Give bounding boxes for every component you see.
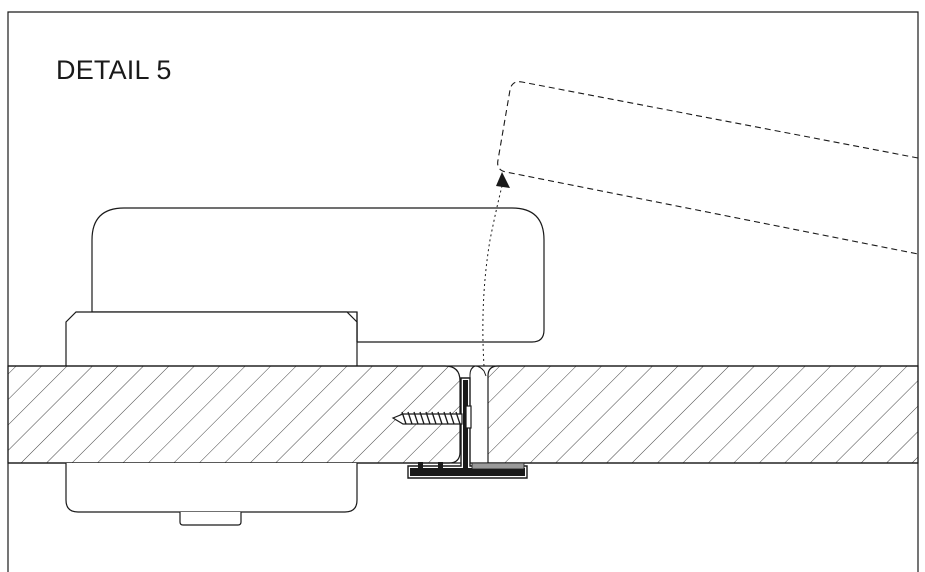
opened-lid-outline xyxy=(497,81,919,255)
upper-housing xyxy=(91,207,545,343)
frame-border xyxy=(7,11,919,572)
upper-base-block xyxy=(65,311,358,366)
hinge-profile xyxy=(407,377,528,479)
arrowhead-icon xyxy=(496,172,510,188)
detail-title: DETAIL 5 xyxy=(56,55,172,85)
left-panel-section xyxy=(7,365,461,464)
rotation-path xyxy=(482,185,503,367)
hinge-gap xyxy=(474,365,487,377)
lower-housing xyxy=(65,463,358,513)
hinge-gap-left xyxy=(469,365,476,440)
right-panel-section xyxy=(487,365,919,464)
gasket xyxy=(471,462,525,470)
screw-icon xyxy=(391,411,463,425)
lower-foot xyxy=(179,512,242,526)
